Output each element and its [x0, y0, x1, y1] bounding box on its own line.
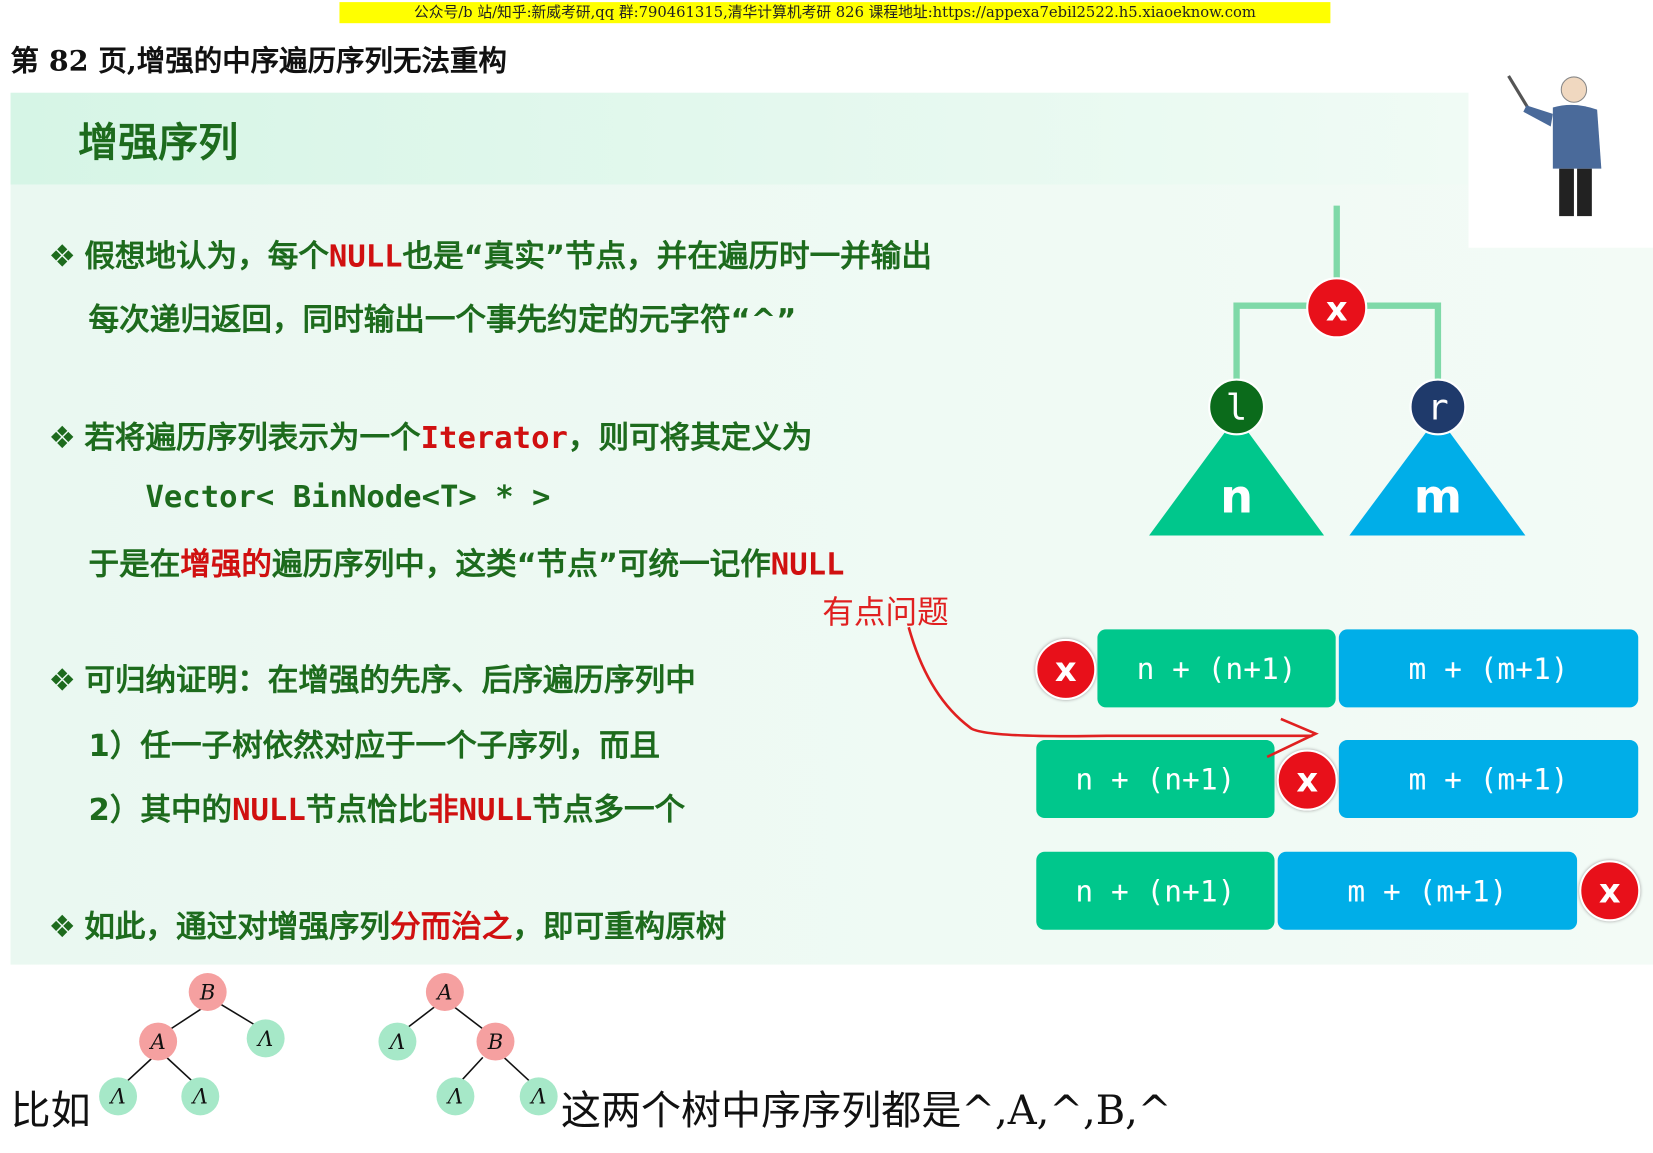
edge [1233, 205, 1340, 380]
left-sequence: n + (n+1) [1036, 740, 1275, 819]
root-label: x [1326, 289, 1348, 328]
bullet-2: ❖若将遍历序列表示为一个Iterator，则可将其定义为 [48, 413, 812, 457]
emphasis: 非 [428, 791, 459, 828]
left-subtree [1149, 416, 1325, 536]
tree1-root: B [199, 979, 216, 1004]
bullet-icon: ❖ [48, 662, 76, 698]
code-line: Vector< BinNode<T> * > [145, 478, 551, 515]
null-keyword: NULL [770, 546, 845, 582]
bullet-4: ❖如此，通过对增强序列分而治之，即可重构原树 [48, 902, 726, 946]
text: 如此，通过对增强序列 [84, 908, 391, 945]
tree1-ll: Λ [108, 1084, 125, 1109]
edge [1336, 302, 1442, 380]
teacher-icon [1507, 75, 1602, 217]
bullet-3-item1: 1）任一子树依然对应于一个子序列，而且 [88, 727, 661, 764]
right-sequence: m + (m+1) [1338, 629, 1639, 708]
right-sequence: m + (m+1) [1277, 851, 1578, 930]
text: 可归纳证明：在增强的先序、后序遍历序列中 [84, 662, 696, 698]
tree2-left: Λ [388, 1029, 405, 1054]
right-sequence: m + (m+1) [1338, 740, 1639, 819]
left-tree-label: n [1220, 469, 1253, 523]
right-subtree [1349, 416, 1526, 536]
right-node [1409, 378, 1467, 436]
slide-header [10, 92, 1469, 185]
text: 节点多一个 [532, 791, 686, 828]
example-text: 这两个树中序序列都是^,A,^,B,^ [560, 1086, 1172, 1134]
text: ，即可重构原树 [512, 908, 727, 945]
text: 若将遍历序列表示为一个 [84, 419, 421, 456]
bullet-3: ❖可归纳证明：在增强的先序、后序遍历序列中 [48, 656, 695, 700]
null-keyword: NULL [328, 238, 403, 275]
binary-tree-diagram: x l r n m [1149, 205, 1526, 536]
teacher-figure [1468, 63, 1653, 248]
text: 2）其中的 [88, 791, 233, 828]
text: 假想地认为，每个 [84, 238, 329, 275]
bullet-icon: ❖ [48, 419, 76, 456]
bullet-1-line2: 每次递归返回，同时输出一个事先约定的元字符“^” [88, 301, 797, 338]
emphasis: 增强的 [180, 546, 273, 582]
tree2-root: A [435, 979, 452, 1004]
bullet-2-line3: 于是在增强的遍历序列中，这类“节点”可统一记作NULL [89, 540, 845, 584]
tree1-right: Λ [256, 1026, 273, 1051]
left-sequence: n + (n+1) [1036, 851, 1275, 930]
left-node [1208, 378, 1266, 436]
annotation-arrow-icon [907, 626, 1319, 759]
root-x-node: x [1579, 860, 1641, 922]
right-node-label: r [1427, 388, 1449, 429]
example-prefix: 比如 [10, 1086, 91, 1134]
root-x-node: x [1276, 749, 1338, 811]
iterator-keyword: Iterator [420, 419, 568, 456]
page-title: 第 82 页,增强的中序遍历序列无法重构 [10, 45, 507, 79]
example-trees: B A Λ Λ Λ A Λ B Λ Λ [99, 973, 558, 1116]
tree2-rl: Λ [446, 1084, 463, 1109]
null-keyword: NULL [458, 791, 533, 828]
tree2-right: B [487, 1029, 503, 1054]
text: 也是“真实”节点，并在遍历时一并输出 [402, 238, 932, 275]
text: 于是在 [88, 546, 181, 582]
bullet-3-item2: 2）其中的NULL节点恰比非NULL节点多一个 [89, 785, 686, 829]
text: 遍历序列中，这类“节点”可统一记作 [272, 546, 771, 582]
text: ，则可将其定义为 [567, 419, 813, 456]
tree1-left: A [149, 1029, 166, 1054]
root-x-node: x [1035, 638, 1097, 700]
left-node-label: l [1226, 388, 1248, 429]
tree2-rr: Λ [529, 1084, 546, 1109]
bullet-icon: ❖ [48, 238, 76, 275]
tree1-lr: Λ [191, 1084, 208, 1109]
slide-title: 增强序列 [78, 119, 239, 166]
annotation-text: 有点问题 [822, 594, 949, 632]
banner: 公众号/b 站/知乎:新威考研,qq 群:790461315,清华计算机考研 8… [339, 2, 1331, 24]
root-node [1306, 277, 1368, 339]
right-tree-label: m [1414, 469, 1462, 523]
null-keyword: NULL [232, 791, 306, 828]
text: 节点恰比 [305, 791, 429, 828]
bullet-1: ❖假想地认为，每个NULL也是“真实”节点，并在遍历时一并输出 [48, 232, 931, 276]
bullet-icon: ❖ [48, 908, 76, 945]
left-sequence: n + (n+1) [1097, 629, 1336, 708]
emphasis: 分而治之 [390, 908, 513, 945]
